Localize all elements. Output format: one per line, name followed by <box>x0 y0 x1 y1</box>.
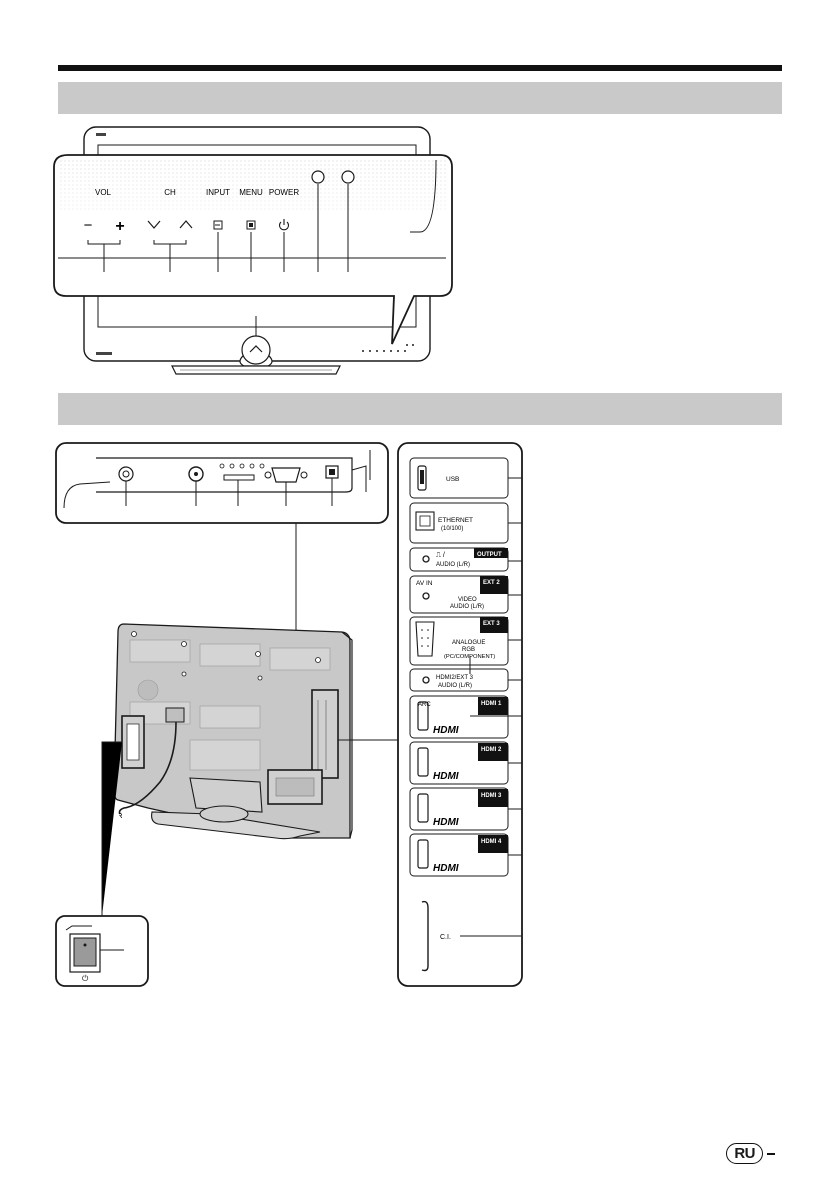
ch-up-button[interactable] <box>179 220 193 229</box>
ch-label: CH <box>164 188 176 197</box>
hdmi-logo-3: HDMI <box>433 817 459 828</box>
language-badge: RU <box>726 1143 775 1164</box>
rear-view-diagram: ꝛ ⏻ <box>55 442 523 987</box>
menu-label: MENU <box>239 188 263 197</box>
ethernet-port-label: ETHERNET <box>438 517 473 524</box>
indicator-lamp-1 <box>311 170 325 184</box>
usb-port-label: USB <box>446 476 459 483</box>
ext2-audio-label: AUDIO (L/R) <box>450 604 484 610</box>
headphone-icon: ⎍ / <box>436 552 445 559</box>
hdmi1-tag: HDMI 1 <box>481 701 502 707</box>
menu-button[interactable] <box>246 220 256 230</box>
ch-down-button[interactable] <box>147 220 161 229</box>
hdmi2-ext3-audio-label: HDMI2/EXT 3 <box>436 675 474 681</box>
rgb-label: RGB <box>462 647 475 653</box>
hdmi2-ext3-audio-sub-label: AUDIO (L/R) <box>438 683 472 689</box>
power-button[interactable] <box>278 219 290 231</box>
ci-slot-label: C.I. <box>440 934 451 941</box>
section-band-front <box>58 82 782 114</box>
rear-terminal-highlight <box>311 689 339 779</box>
input-button[interactable] <box>213 220 223 230</box>
ethernet-speed-label: (10/100) <box>441 526 463 532</box>
hdmi4-tag: HDMI 4 <box>481 839 502 845</box>
output-tag: OUTPUT <box>477 552 502 558</box>
indicator-lamp-2 <box>341 170 355 184</box>
hdmi2-tag: HDMI 2 <box>481 747 502 753</box>
hdmi-logo-1: HDMI <box>433 725 459 736</box>
front-control-zoom-callout <box>53 154 453 345</box>
svg-text:⏻: ⏻ <box>82 974 89 983</box>
vol-label: VOL <box>95 188 112 197</box>
pc-component-label: (PC/COMPONENT) <box>444 654 495 660</box>
front-view-diagram: VOL CH INPUT MENU POWER − + <box>53 126 453 375</box>
rear-terminal-zoom <box>397 442 523 987</box>
vol-minus-button[interactable]: − <box>84 217 93 234</box>
arc-label: ARC <box>418 702 431 708</box>
rs232c-port-icon <box>271 467 301 483</box>
input-label: INPUT <box>206 188 230 197</box>
hdmi3-tag: HDMI 3 <box>481 793 502 799</box>
page-dash <box>767 1152 775 1155</box>
language-badge-text: RU <box>726 1143 763 1164</box>
svg-text:ꝛ: ꝛ <box>118 810 123 820</box>
headphone-audio-label: AUDIO (L/R) <box>436 562 470 568</box>
ext2-video-label: VIDEO <box>458 597 477 603</box>
analogue-label: ANALOGUE <box>452 640 485 646</box>
ext3-tag: EXT 3 <box>483 621 500 627</box>
power-label: POWER <box>269 188 299 197</box>
tv-rear-body: ꝛ <box>113 623 353 840</box>
hdmi-logo-2: HDMI <box>433 771 459 782</box>
vol-plus-button[interactable]: + <box>115 218 124 235</box>
power-switch-zoom: ⏻ <box>55 915 149 987</box>
front-leader-lines <box>103 184 349 272</box>
rear-connector-lines <box>101 739 398 916</box>
ci-slot-icon <box>223 474 255 481</box>
hdmi-logo-4: HDMI <box>433 863 459 874</box>
section-band-rear <box>58 393 782 425</box>
av-in-label: AV IN <box>416 580 433 587</box>
top-rule <box>58 65 782 71</box>
ext2-tag: EXT 2 <box>483 580 500 586</box>
